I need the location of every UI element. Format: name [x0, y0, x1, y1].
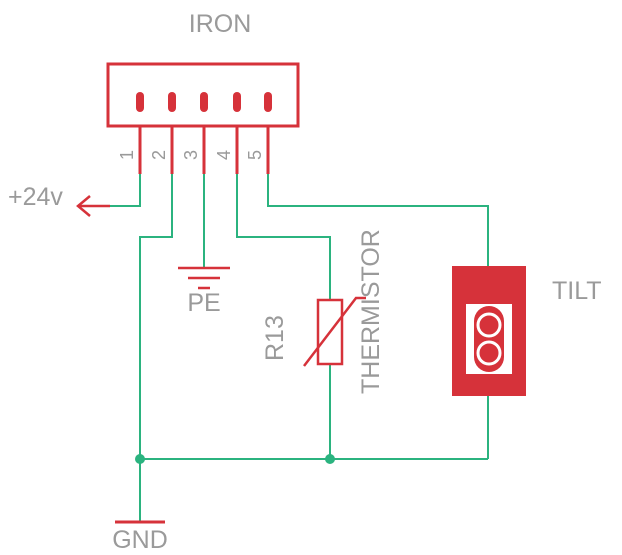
supply-label: +24v	[8, 183, 63, 211]
thermistor-value: THERMISTOR	[357, 229, 385, 394]
wire-pin5-tilt	[267, 174, 489, 266]
junction-dot	[325, 454, 335, 464]
pin-contact	[136, 92, 144, 112]
thermistor-ref: R13	[261, 315, 289, 361]
ground-symbol: GND	[112, 520, 168, 554]
pin-contact	[200, 92, 208, 112]
iron-connector: IRON 1 2 3 4 5	[106, 10, 300, 174]
junction-dot	[135, 454, 145, 464]
pin-contact	[233, 92, 241, 112]
wire-pin1-supply	[80, 174, 141, 207]
pin-number: 5	[245, 150, 265, 160]
thermistor-diagonal	[303, 296, 366, 367]
tilt-ball-icon	[476, 312, 502, 338]
thermistor: R13 THERMISTOR	[261, 229, 385, 394]
tilt-label: TILT	[552, 277, 602, 305]
pin-number: 2	[149, 150, 169, 160]
wire-pin2-ground	[139, 174, 173, 522]
tilt-ball-icon	[476, 340, 502, 366]
pe-label: PE	[187, 289, 220, 317]
wire-pin4-thermistor	[236, 174, 331, 300]
supply-port: +24v	[8, 183, 110, 217]
pe-symbol: PE	[178, 266, 230, 317]
connector-title: IRON	[189, 10, 252, 38]
tilt-switch: TILT	[452, 266, 602, 396]
pin-contact	[264, 92, 272, 112]
pin-contact	[168, 92, 176, 112]
thermistor-body	[316, 298, 344, 366]
wires	[80, 174, 489, 522]
pin-number: 1	[117, 150, 137, 160]
pin-number: 4	[214, 150, 234, 160]
pin-number: 3	[181, 150, 201, 160]
ground-label: GND	[112, 526, 168, 554]
